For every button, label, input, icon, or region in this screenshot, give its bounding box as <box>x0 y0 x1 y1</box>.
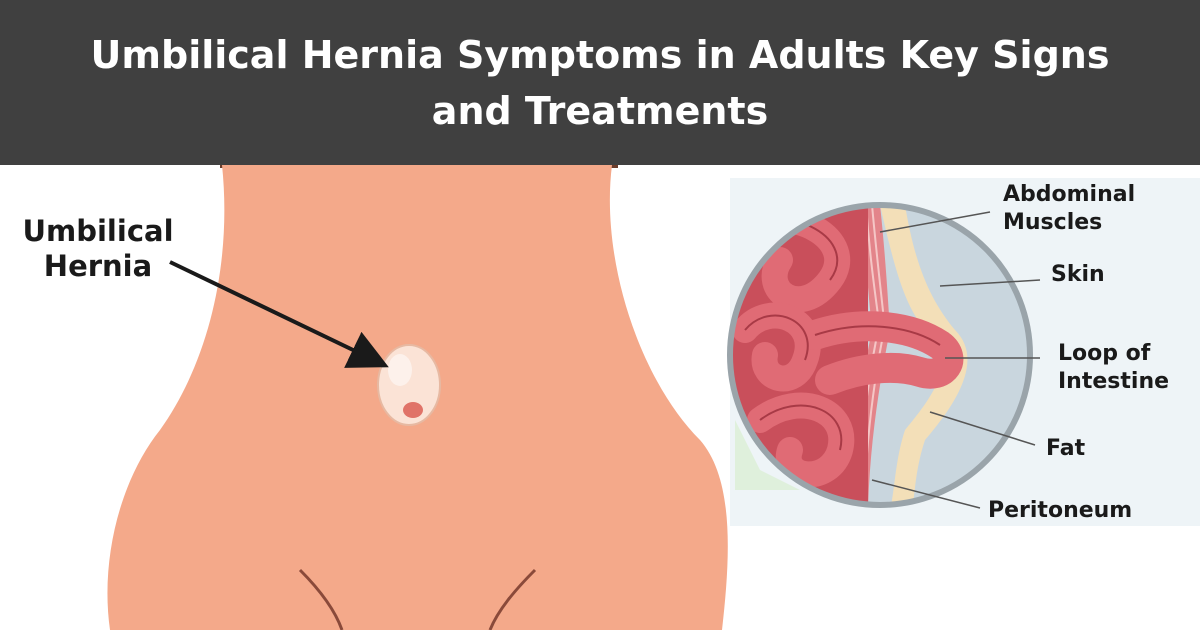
loop-label-line1: Loop of <box>1058 341 1151 366</box>
pointer-arrow <box>169 260 389 368</box>
hernia-illustration <box>107 165 1200 630</box>
umbilical-hernia-label: Umbilical Hernia <box>14 214 182 284</box>
groin-line-right <box>488 568 537 630</box>
title-banner: Umbilical Hernia Symptoms in Adults Key … <box>0 0 1200 165</box>
abdominal-muscles-label: Abdominal Muscles <box>1003 181 1135 237</box>
loop-of-intestine-label: Loop of Intestine <box>1058 340 1169 396</box>
fat-label: Fat <box>1046 436 1086 461</box>
inset-stand <box>735 420 800 490</box>
abdominal-muscles-line1: Abdominal <box>1003 182 1136 207</box>
skin-label: Skin <box>1051 262 1105 287</box>
hernia-label-line1: Umbilical <box>22 214 174 248</box>
peritoneum-label: Peritoneum <box>988 498 1133 523</box>
page-title: Umbilical Hernia Symptoms in Adults Key … <box>90 32 1110 133</box>
loop-label-line2: Intestine <box>1058 369 1170 394</box>
hernia-label-line2: Hernia <box>43 249 153 283</box>
coil-outlines <box>739 218 941 451</box>
abdominal-muscles-line2: Muscles <box>1003 210 1103 235</box>
leader-lines <box>871 211 1041 509</box>
groin-line-left <box>298 568 344 630</box>
umbilical-bulge <box>377 344 441 426</box>
muscle-stripes <box>857 205 886 505</box>
